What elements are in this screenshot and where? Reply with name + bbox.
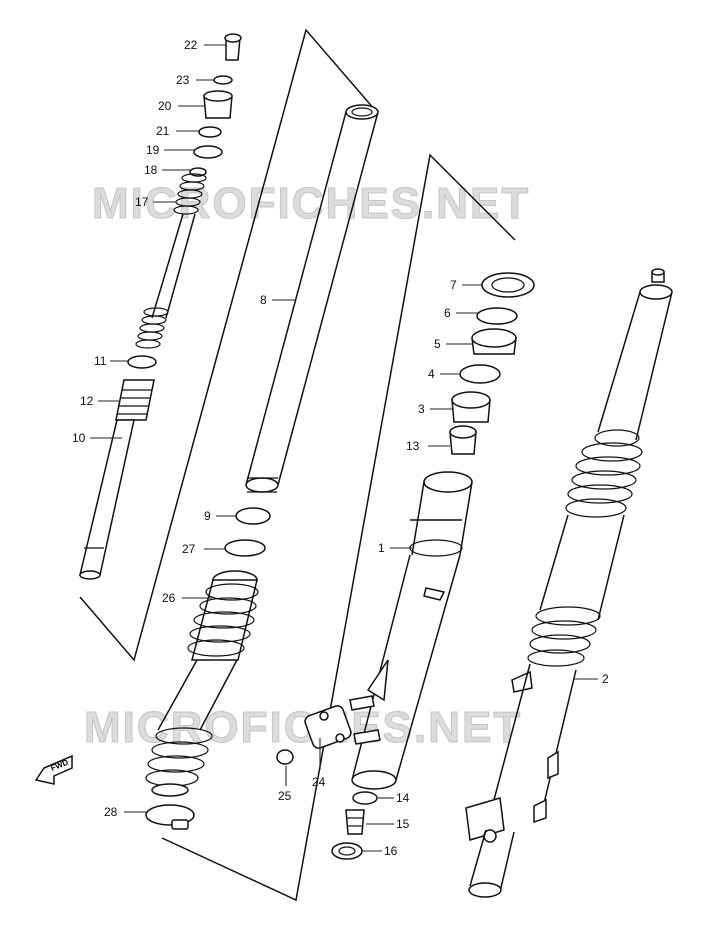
callout-26: 26 xyxy=(162,591,176,605)
callout-12: 12 xyxy=(80,394,94,408)
ring-21 xyxy=(198,126,222,138)
rod-group-outline xyxy=(79,28,376,662)
clamp-27 xyxy=(224,539,266,557)
callout-22: 22 xyxy=(184,38,198,52)
callout-13: 13 xyxy=(406,439,420,453)
callout-23: 23 xyxy=(176,73,190,87)
callout-1: 1 xyxy=(378,541,385,555)
callout-4: 4 xyxy=(428,367,435,381)
washer-23 xyxy=(213,75,233,85)
callout-14: 14 xyxy=(396,791,410,805)
callout-19: 19 xyxy=(146,143,160,157)
watermark-bottom: MICROFICHES.NET xyxy=(84,703,522,752)
drain-bolt-15 xyxy=(345,809,365,835)
callout-9: 9 xyxy=(204,509,211,523)
ring-11 xyxy=(127,355,157,369)
bearing-stack xyxy=(449,272,535,455)
piston-12 xyxy=(115,379,155,421)
callout-21: 21 xyxy=(156,124,170,138)
tube-group-outline xyxy=(161,153,516,902)
callout-8: 8 xyxy=(260,293,267,307)
axle-holder-24 xyxy=(304,695,381,749)
washer-4 xyxy=(459,364,501,384)
inner-tube-8 xyxy=(245,104,379,493)
callout-10: 10 xyxy=(72,431,86,445)
callout-16: 16 xyxy=(384,844,398,858)
callout-17: 17 xyxy=(135,195,149,209)
callout-2: 2 xyxy=(602,672,609,686)
nut-25 xyxy=(276,749,294,765)
gasket-16 xyxy=(331,842,363,860)
bushing-9 xyxy=(235,507,271,525)
watermark-top: MICROFICHES.NET xyxy=(92,179,530,228)
ring-6 xyxy=(476,307,518,325)
callout-27: 27 xyxy=(182,542,196,556)
fork-boot-26 xyxy=(145,570,259,797)
callout-5: 5 xyxy=(434,337,441,351)
callout-20: 20 xyxy=(158,99,172,113)
callout-6: 6 xyxy=(444,306,451,320)
callout-7: 7 xyxy=(450,278,457,292)
callout-25: 25 xyxy=(278,789,292,803)
damper-rod-assembly xyxy=(79,33,242,580)
rebound-spring xyxy=(135,307,169,349)
callout-labels: 22 23 20 21 19 18 17 8 11 12 10 9 27 26 … xyxy=(72,38,609,858)
oil-seal-7 xyxy=(481,272,535,298)
callout-18: 18 xyxy=(144,163,158,177)
washer-14 xyxy=(352,791,378,805)
front-fork-assembly-2 xyxy=(465,268,673,898)
callout-3: 3 xyxy=(418,402,425,416)
washer-19 xyxy=(193,145,223,159)
forward-direction-badge: FWD xyxy=(34,754,73,785)
leader-lines xyxy=(90,44,598,852)
clamp-28 xyxy=(145,804,195,830)
callout-24: 24 xyxy=(312,775,326,789)
damper-rod xyxy=(151,213,196,319)
cylinder-10 xyxy=(79,419,135,576)
callout-28: 28 xyxy=(104,805,118,819)
callout-11: 11 xyxy=(94,354,107,368)
callout-15: 15 xyxy=(396,817,410,831)
